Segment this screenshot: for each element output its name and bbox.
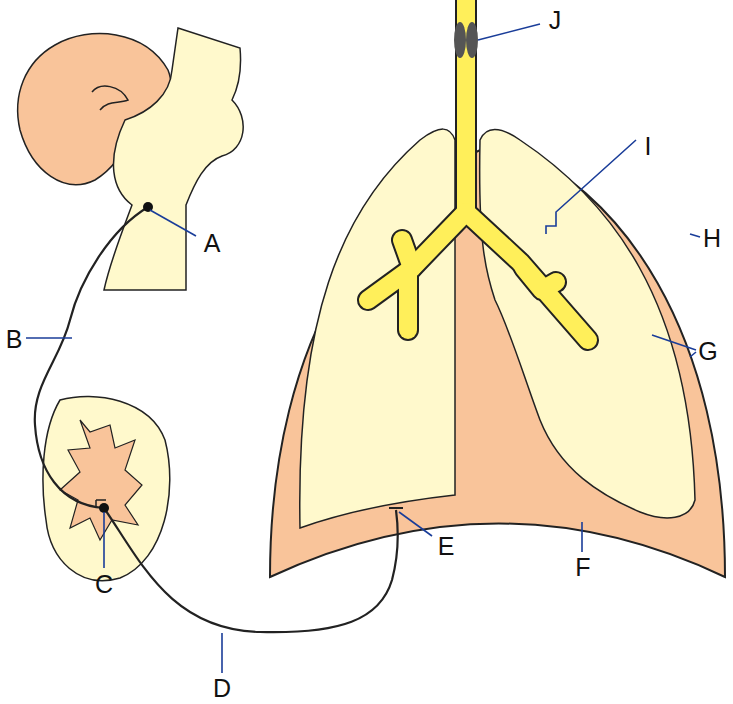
- airway-outline: [368, 0, 588, 340]
- brainstem: [104, 28, 243, 290]
- callout-letter: D: [213, 676, 231, 701]
- callout-letter: E: [438, 534, 455, 559]
- callout-letter: I: [645, 134, 652, 159]
- leader-lines: [26, 24, 700, 673]
- callout-letter: G: [698, 339, 717, 364]
- airway-fill: [368, 0, 588, 340]
- neuron-dot: [99, 503, 109, 513]
- callout-letter: H: [703, 226, 721, 251]
- brain-fold: [92, 86, 128, 110]
- nerve-fibre: [35, 207, 148, 508]
- spinal-cord: [43, 396, 170, 580]
- callout-letter: F: [575, 555, 590, 580]
- left-lung: [300, 129, 455, 528]
- callout-letter: A: [204, 231, 221, 256]
- nerve-fibre: [104, 508, 398, 632]
- nerve-ending: [389, 507, 403, 509]
- grey-matter: [60, 420, 142, 540]
- cartilage: [454, 22, 466, 58]
- callout-letter: B: [6, 327, 23, 352]
- synapse-mark: [96, 500, 106, 508]
- callout-letter: C: [95, 572, 113, 597]
- callout-letter: J: [549, 8, 562, 33]
- cartilage: [466, 22, 478, 58]
